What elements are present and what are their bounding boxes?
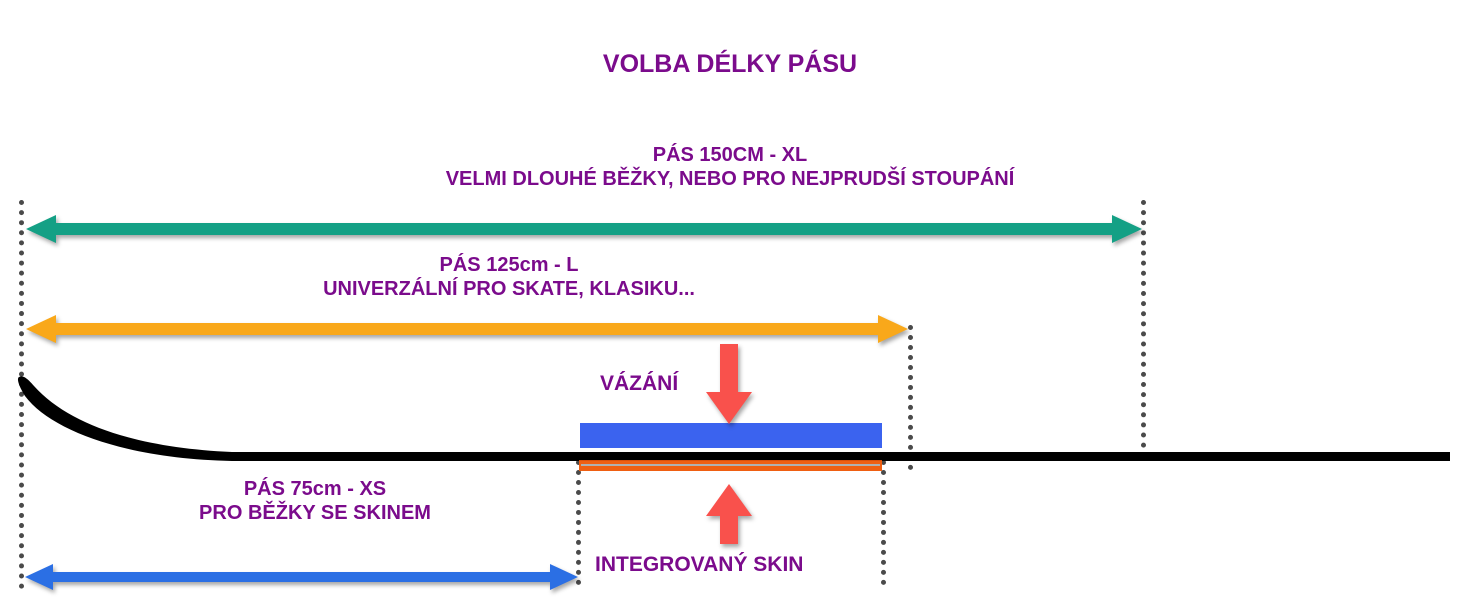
measure-xs-text: PÁS 75cm - XS PRO BĚŽKY SE SKINEM [0, 477, 630, 526]
measure-xs-arrow [25, 562, 578, 592]
measure-l-description: UNIVERZÁLNÍ PRO SKATE, KLASIKU... [323, 278, 695, 301]
page-title: VOLBA DÉLKY PÁSU [602, 50, 858, 78]
skin-strip-inner-line [581, 464, 880, 466]
measure-l-size-label: PÁS 125cm - L [439, 254, 579, 276]
guide-line-xs-right [576, 460, 581, 585]
red-down-arrow-icon [706, 344, 752, 424]
guide-line-skin-right [881, 460, 886, 585]
guide-line-l-right [908, 325, 913, 470]
measure-xl-description: VELMI DLOUHÉ BĚŽKY, NEBO PRO NEJPRUDŠÍ S… [445, 168, 1015, 191]
guide-line-xl-right [1141, 200, 1146, 458]
ski-silhouette [17, 376, 1450, 461]
binding-block [580, 423, 882, 448]
measure-xl-text: PÁS 150CM - XL VELMI DLOUHÉ BĚŽKY, NEBO … [0, 143, 1460, 192]
measure-xs-size-label: PÁS 75cm - XS [243, 478, 387, 500]
measure-xl-size-label: PÁS 150CM - XL [652, 144, 808, 166]
measure-xs-description: PRO BĚŽKY SE SKINEM [199, 502, 431, 525]
skin-callout-label: INTEGROVANÝ SKIN [595, 553, 804, 576]
measure-l-text: PÁS 125cm - L UNIVERZÁLNÍ PRO SKATE, KLA… [0, 253, 1018, 302]
red-up-arrow-icon [706, 484, 752, 544]
binding-callout-label: VÁZÁNÍ [600, 372, 679, 395]
guide-line-left [19, 200, 24, 589]
measure-xl-arrow [26, 213, 1142, 245]
measure-l-arrow [26, 313, 908, 345]
